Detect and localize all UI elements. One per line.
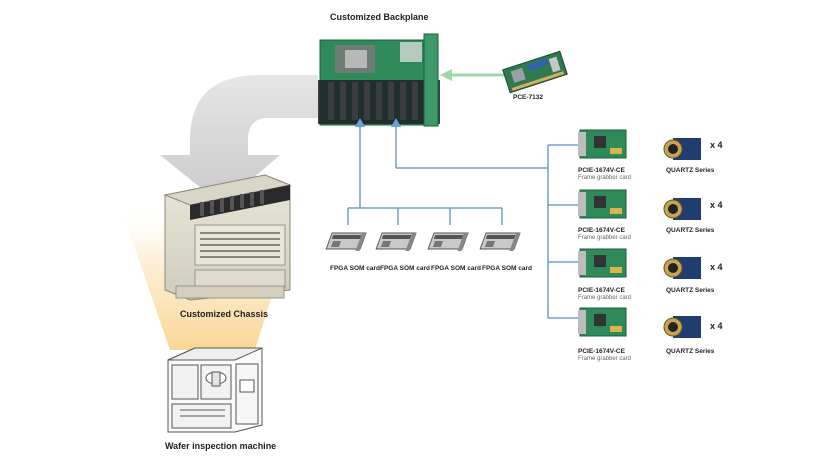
grabber-model-label: PCIE-1674V-CE [578,227,625,234]
grabber-desc-label: Frame grabber card [578,356,632,362]
backplane-label: Customized Backplane [330,12,429,22]
backplane-image [318,33,440,127]
grabber-card-images [578,129,627,337]
camera-label: QUARTZ Series [666,287,715,294]
grabber-desc-label: Frame grabber card [578,295,632,301]
sbc-label: PCE-7132 [513,94,543,101]
som-card-images [325,232,521,251]
camera-images [663,138,701,338]
machine-label: Wafer inspection machine [165,441,277,451]
som-card-label: FPGA SOM card [380,265,430,272]
grabber-model-label: PCIE-1674V-CE [578,287,625,294]
camera-label: QUARTZ Series [666,167,715,174]
grabber-desc-label: Frame grabber card [578,235,632,241]
connector-arrowheads [355,118,401,127]
sbc-arrow [440,69,505,81]
som-card-label: FPGA SOM card [431,265,481,272]
camera-label: QUARTZ Series [666,227,715,234]
camera-label: QUARTZ Series [666,348,715,355]
machine-image [167,347,263,433]
camera-qty: x 4 [710,200,723,210]
sbc-board-image [502,50,568,94]
som-card-label: FPGA SOM card [330,265,380,272]
chassis-label: Customized Chassis [180,309,269,319]
chassis-image [163,174,292,301]
grabber-desc-label: Frame grabber card [578,175,632,181]
som-card-label: FPGA SOM card [482,265,532,272]
camera-qty: x 4 [710,262,723,272]
big-curved-arrow [160,75,318,205]
grabber-model-label: PCIE-1674V-CE [578,348,625,355]
connector-lines [347,122,578,319]
camera-qty: x 4 [710,321,723,331]
grabber-model-label: PCIE-1674V-CE [578,167,625,174]
camera-qty: x 4 [710,140,723,150]
